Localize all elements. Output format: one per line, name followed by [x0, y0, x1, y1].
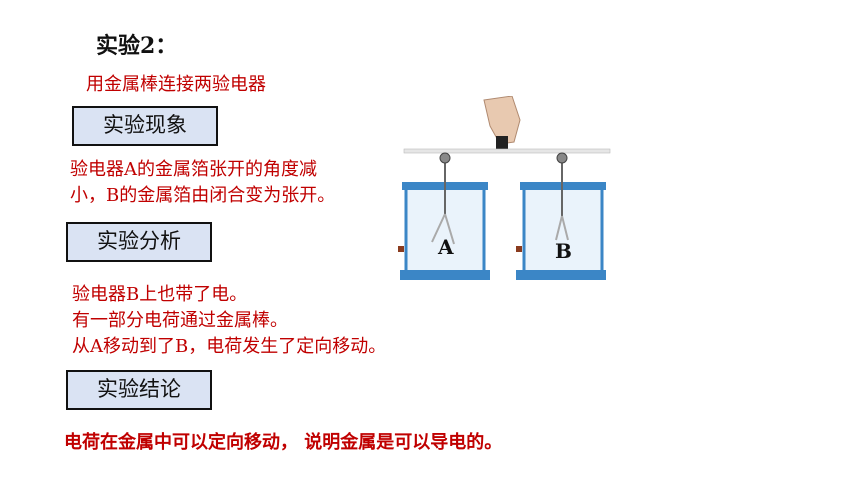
electroscope-figure: A B [392, 95, 622, 286]
electroscope-illustration: A B [398, 95, 611, 280]
label-b: B [555, 239, 572, 263]
label-a: A [437, 235, 454, 259]
hand-icon [483, 95, 521, 145]
analysis-text: 验电器B上也带了电。 有一部分电荷通过金属棒。 从A移动到了B，电荷发生了定向移… [72, 282, 386, 360]
phenomenon-line-2: 小，B的金属箔由闭合变为张开。 [70, 185, 336, 206]
analysis-line-1: 验电器B上也带了电。 [72, 284, 248, 305]
metal-rod-icon [403, 148, 611, 154]
phenomenon-label: 实验现象 [72, 106, 218, 146]
electroscope-a-icon [398, 152, 490, 280]
electroscope-b-icon [516, 152, 606, 280]
phenomenon-line-1: 验电器A的金属箔张开的角度减 [70, 159, 317, 180]
phenomenon-text: 验电器A的金属箔张开的角度减 小，B的金属箔由闭合变为张开。 [70, 157, 335, 209]
experiment-subtitle: 用金属棒连接两验电器 [86, 74, 266, 95]
page-title: 实验2： [96, 33, 178, 59]
analysis-label: 实验分析 [66, 222, 212, 262]
conclusion-label: 实验结论 [66, 370, 212, 410]
conclusion-text: 电荷在金属中可以定向移动， 说明金属是可以导电的。 [64, 432, 503, 453]
rod-holder-icon [496, 136, 508, 150]
analysis-line-3: 从A移动到了B，电荷发生了定向移动。 [72, 336, 387, 357]
analysis-line-2: 有一部分电荷通过金属棒。 [72, 310, 288, 331]
